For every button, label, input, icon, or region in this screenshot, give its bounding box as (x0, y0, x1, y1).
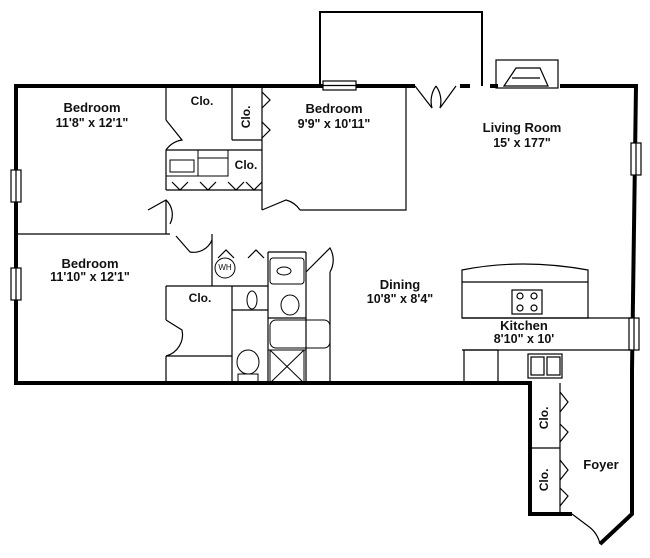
laundry-appliances (165, 149, 229, 177)
bedroom-2-name: Bedroom (305, 101, 363, 116)
closet-label: Clo. (537, 468, 552, 492)
bedroom-3-name: Bedroom (61, 256, 119, 271)
kitchen-name: Kitchen (500, 318, 548, 333)
closet-label: Clo. (234, 158, 258, 172)
foyer-name: Foyer (583, 457, 619, 472)
living-room-name: Living Room (482, 120, 562, 135)
kitchen-counters (461, 263, 632, 384)
closet-label: Clo. (239, 105, 254, 129)
living-room-dims: 15' x 177" (493, 136, 551, 150)
doors (147, 85, 601, 545)
dining-name: Dining (379, 277, 421, 292)
bedroom-2-dims: 9'9" x 10'11" (297, 117, 371, 131)
bedroom-1-dims: 11'8" x 12'1" (55, 116, 129, 130)
closet-label: Clo. (190, 94, 214, 108)
water-heater-label: WH (218, 263, 232, 272)
balcony (319, 11, 483, 86)
kitchen-dims: 8'10" x 10' (493, 332, 555, 346)
bifold-doors (171, 91, 569, 507)
bedroom-3-dims: 11'10" x 12'1" (50, 270, 130, 284)
closet-label: Clo. (537, 406, 552, 430)
dining-dims: 10'8" x 8'4" (366, 292, 434, 306)
bedroom-1-name: Bedroom (63, 100, 121, 115)
bathroom-fixtures (214, 257, 331, 384)
fireplace (495, 59, 559, 89)
closet-label: Clo. (188, 291, 212, 305)
windows (10, 80, 642, 351)
